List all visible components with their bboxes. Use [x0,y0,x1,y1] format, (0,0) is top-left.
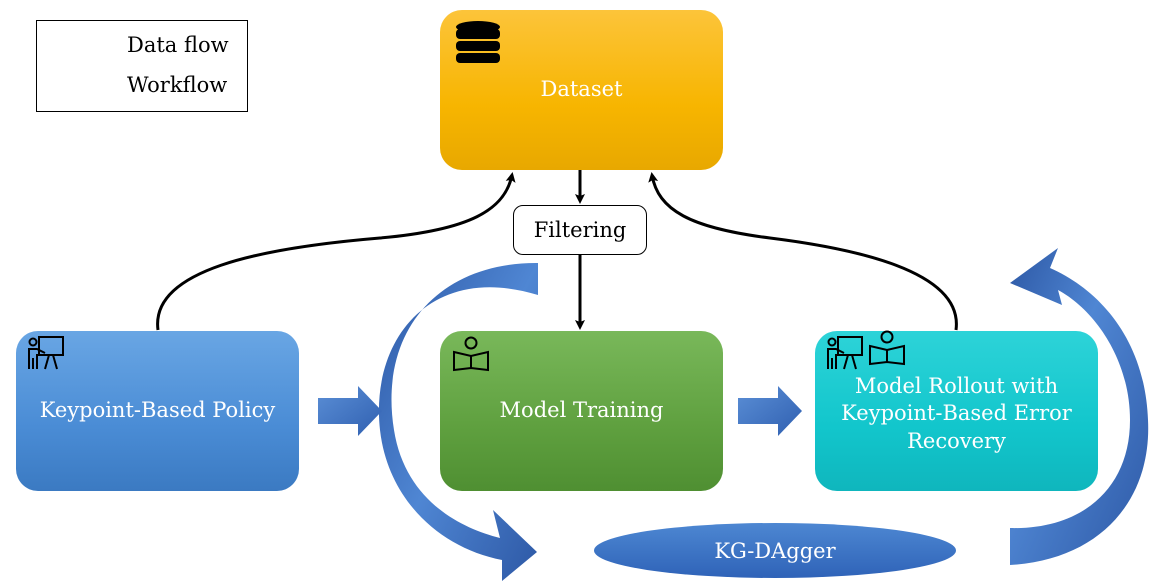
reading-icon [869,330,905,366]
keypoint-policy-node: Keypoint-Based Policy [16,331,299,491]
dataflow-policy-to-dataset [156,172,516,331]
workflow-arrow-training-to-rollout [738,386,802,436]
dataflow-rollout-to-dataset [648,172,958,331]
database-icon [456,21,500,63]
legend-label-data-flow: Data flow [127,33,229,57]
teacher-icon [827,336,863,370]
legend: Data flow Workflow [36,20,248,112]
filtering-node: Filtering [513,205,647,255]
kg-dagger-loop-arrow-left [378,262,538,581]
model-rollout-node: Model Rollout with Keypoint-Based Error … [815,331,1098,491]
kg-dagger-loop-arrow-right [1010,248,1149,565]
model-rollout-label: Model Rollout with Keypoint-Based Error … [841,374,1072,453]
workflow-arrow-policy-to-training [318,386,382,436]
teacher-icon [28,336,64,370]
model-training-label: Model Training [499,398,664,423]
kg-dagger-node: KG-DAgger [594,523,956,578]
legend-label-workflow: Workflow [127,73,228,97]
dataset-label: Dataset [540,77,623,102]
reading-icon [453,336,489,372]
keypoint-policy-label: Keypoint-Based Policy [39,398,276,423]
filtering-label: Filtering [533,218,627,242]
kg-dagger-label: KG-DAgger [714,538,836,563]
